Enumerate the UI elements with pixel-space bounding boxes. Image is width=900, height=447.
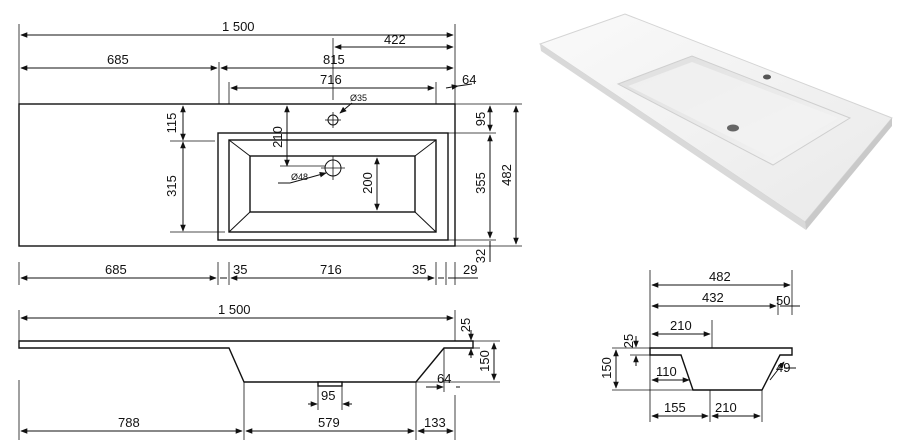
dim-bottom-left: 685: [105, 262, 127, 277]
dim-side-back-lip: 50: [776, 293, 790, 308]
dim-total-depth: 482: [499, 164, 514, 186]
drain-label: Ø48: [291, 172, 308, 182]
tap-hole-label: Ø35: [350, 93, 367, 103]
dim-side-total: 482: [709, 269, 731, 284]
dim-bowl-total-depth: 355: [473, 172, 488, 194]
dim-side-thickness: 25: [621, 334, 636, 348]
dim-side-bottom-right: 210: [715, 400, 737, 415]
product-render: [538, 13, 893, 230]
dim-side-height: 150: [599, 357, 614, 379]
dim-drain-width: 95: [321, 388, 335, 403]
dim-overall-width: 1 500: [222, 19, 255, 34]
dim-bowl-width: 716: [320, 72, 342, 87]
dim-side-top-offset: 210: [670, 318, 692, 333]
bowl-bottom: [249, 155, 416, 213]
dim-left-part: 685: [107, 52, 129, 67]
dim-left-depth: 315: [164, 175, 179, 197]
dim-side-bowl: 432: [702, 290, 724, 305]
front-profile: [18, 340, 474, 383]
dim-bottom-bowl: 716: [320, 262, 342, 277]
dim-top-right-gap: 95: [473, 112, 488, 126]
dim-rim-left: 35: [233, 262, 247, 277]
top-view: 1 500 422 685 815 716 64 Ø35: [18, 19, 522, 263]
front-view: 1 500 25 150 95 64 788 579 133: [18, 302, 500, 440]
render-tap-hole: [763, 74, 771, 80]
side-view: 482 432 50 210 25 150 110 49 155 210: [599, 269, 800, 422]
dim-drain-offset: 422: [384, 32, 406, 47]
dim-side-bottom-left: 155: [664, 400, 686, 415]
front-drain: [317, 381, 343, 387]
bottom-row-dims: 685 35 716 35 29: [18, 262, 478, 285]
dim-end: 29: [463, 262, 477, 277]
dim-right-part: 815: [323, 52, 345, 67]
dim-right-margin: 64: [462, 72, 476, 87]
dim-side-slope: 49: [776, 360, 790, 375]
dim-side-inner: 110: [656, 364, 677, 379]
render-drain: [727, 124, 739, 132]
dim-bottom-gap: 32: [473, 249, 488, 263]
render-right-edge: [805, 118, 892, 230]
dim-tap-from-edge: 210: [270, 126, 285, 148]
dim-front-edge: 115: [164, 113, 179, 134]
render-front-edge: [540, 44, 806, 230]
dim-front-thickness: 25: [458, 318, 473, 332]
dim-front-overall: 1 500: [218, 302, 251, 317]
dim-bowl-depth: 200: [360, 172, 375, 194]
dim-right-to-bowl: 133: [424, 415, 446, 430]
dim-bowl-bottom: 579: [318, 415, 340, 430]
dim-front-height: 150: [477, 350, 492, 372]
dim-left-to-bowl: 788: [118, 415, 140, 430]
dim-side-slope: 64: [437, 371, 451, 386]
dim-rim-right: 35: [412, 262, 426, 277]
